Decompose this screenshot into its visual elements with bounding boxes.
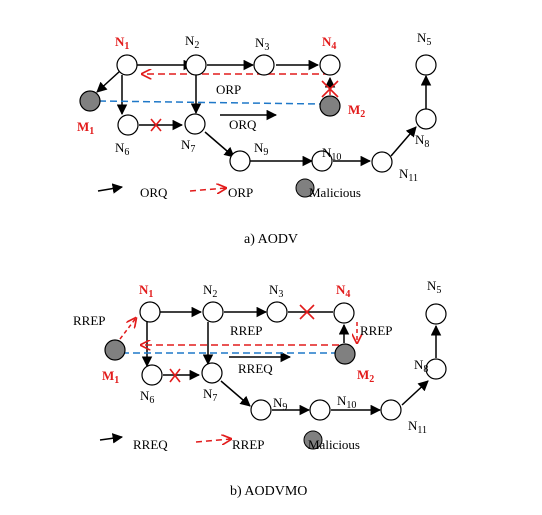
label-a-n7: N7 bbox=[181, 137, 195, 155]
node-a-m1-malicious bbox=[79, 90, 101, 112]
node-b-n11 bbox=[380, 399, 402, 421]
legend-b-request-arrow bbox=[99, 433, 124, 444]
legend-a-reply-label: ORP bbox=[228, 185, 253, 200]
label-a-n3: N3 bbox=[255, 35, 269, 53]
node-b-n7 bbox=[201, 362, 223, 384]
orp-label-a: ORP bbox=[216, 82, 241, 97]
caption-a: a) AODV bbox=[244, 232, 298, 247]
node-a-n5 bbox=[415, 54, 437, 76]
legend-b-request-label: RREQ bbox=[133, 437, 168, 452]
node-b-n2 bbox=[202, 301, 224, 323]
label-b-n2: N2 bbox=[203, 282, 217, 300]
rrep-label-b-left: RREP bbox=[73, 313, 106, 328]
legend-b-reply-label: RREP bbox=[232, 437, 265, 452]
label-a-n11: N11 bbox=[399, 166, 418, 184]
label-a-m2: M2 bbox=[348, 102, 365, 120]
broken-link-x-b-n6-n7 bbox=[169, 368, 181, 383]
rrep-m1-to-n1-b bbox=[119, 318, 136, 340]
legend-a-malicious-swatch bbox=[295, 178, 315, 198]
legend-b-malicious-swatch bbox=[303, 430, 323, 450]
node-a-m2-malicious bbox=[319, 95, 341, 117]
broken-link-x-b-n3-n4 bbox=[299, 304, 315, 320]
label-b-n8: N8 bbox=[414, 357, 428, 375]
node-a-n6 bbox=[117, 114, 139, 136]
node-a-n1 bbox=[116, 54, 138, 76]
label-a-n2: N2 bbox=[185, 33, 199, 51]
edge-b-n11-n8 bbox=[401, 380, 429, 406]
node-b-n5 bbox=[425, 303, 447, 325]
legend-b-malicious-label: Malicious bbox=[308, 437, 360, 452]
node-b-n4 bbox=[333, 302, 355, 324]
node-b-n10 bbox=[309, 399, 331, 421]
label-a-n1: N1 bbox=[115, 34, 129, 52]
node-a-n2 bbox=[185, 54, 207, 76]
node-a-n9 bbox=[229, 150, 251, 172]
label-a-n10: N10 bbox=[322, 145, 341, 163]
node-b-n9 bbox=[250, 399, 272, 421]
label-a-m1: M1 bbox=[77, 119, 94, 137]
edge-a-n11-n8 bbox=[390, 126, 417, 157]
label-b-n5: N5 bbox=[427, 278, 441, 296]
rrep-label-b-mid: RREP bbox=[230, 323, 263, 338]
label-a-n4: N4 bbox=[322, 34, 336, 52]
node-b-n1 bbox=[139, 301, 161, 323]
node-a-n7 bbox=[184, 113, 206, 135]
label-a-n6: N6 bbox=[115, 140, 129, 158]
label-b-n3: N3 bbox=[269, 282, 283, 300]
label-b-n9: N9 bbox=[273, 395, 287, 413]
node-a-n8 bbox=[415, 108, 437, 130]
legend-a: ORQ ORP Malicious bbox=[97, 178, 361, 200]
node-a-n11 bbox=[371, 151, 393, 173]
edge-a-n1-m1 bbox=[96, 70, 121, 93]
panel-b-aodvmo: N1 N2 N3 N4 N5 N6 N7 N8 N9 N10 N11 M1 M2… bbox=[73, 278, 447, 499]
edge-a-n7-n9 bbox=[204, 131, 235, 158]
label-b-n1: N1 bbox=[139, 282, 153, 300]
node-b-n8 bbox=[425, 358, 447, 380]
m1-m2-tunnel-a bbox=[98, 100, 321, 105]
legend-a-request-arrow bbox=[97, 183, 124, 194]
label-a-n9: N9 bbox=[254, 140, 268, 158]
legend-a-request-label: ORQ bbox=[140, 185, 168, 200]
node-a-n3 bbox=[253, 54, 275, 76]
label-a-n8: N8 bbox=[415, 132, 429, 150]
label-b-m1: M1 bbox=[102, 368, 119, 386]
node-b-m1-malicious bbox=[104, 339, 126, 361]
node-b-m2-malicious bbox=[334, 343, 356, 365]
label-b-n11: N11 bbox=[408, 418, 427, 436]
label-b-n7: N7 bbox=[203, 386, 217, 404]
label-b-n10: N10 bbox=[337, 393, 356, 411]
node-a-n4 bbox=[319, 54, 341, 76]
legend-b: RREQ RREP Malicious bbox=[99, 430, 360, 452]
rreq-label-b: RREQ bbox=[238, 361, 273, 376]
panel-a-aodv: N1 N2 N3 N4 N5 N6 N7 N8 N9 N10 N11 M1 M2… bbox=[77, 30, 437, 247]
caption-b: b) AODVMO bbox=[230, 484, 307, 499]
label-b-m2: M2 bbox=[357, 367, 374, 385]
label-b-n4: N4 bbox=[336, 282, 350, 300]
legend-a-reply-arrow bbox=[189, 188, 226, 191]
node-b-n6 bbox=[141, 364, 163, 386]
node-b-n3 bbox=[266, 301, 288, 323]
broken-link-x-a-m2-n4 bbox=[321, 80, 339, 98]
legend-b-reply-arrow bbox=[195, 439, 231, 442]
rrep-label-b-right: RREP bbox=[360, 323, 393, 338]
node-a-n10 bbox=[311, 150, 333, 172]
label-b-n6: N6 bbox=[140, 388, 154, 406]
broken-link-x-a-n6-n7 bbox=[150, 118, 162, 132]
orq-label-a: ORQ bbox=[229, 117, 257, 132]
edge-b-n7-n9 bbox=[220, 380, 251, 407]
legend-a-malicious-label: Malicious bbox=[309, 185, 361, 200]
label-a-n5: N5 bbox=[417, 30, 431, 48]
